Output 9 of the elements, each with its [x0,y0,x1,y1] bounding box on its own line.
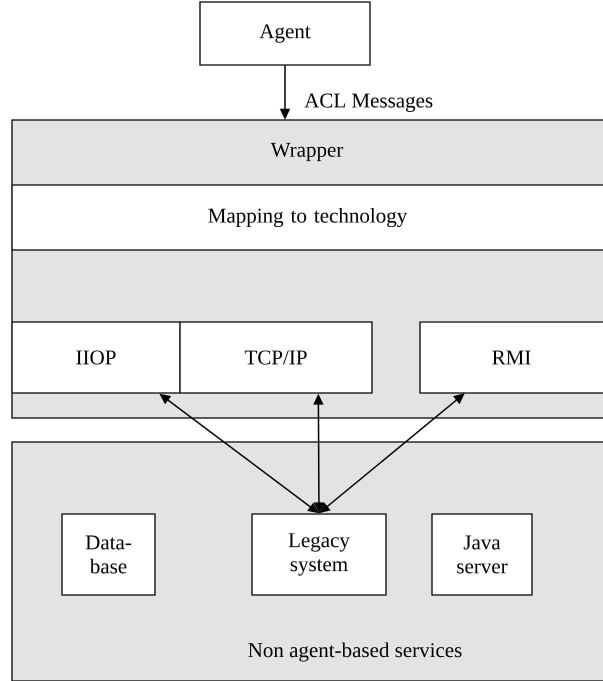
service-box: Java server [431,513,533,596]
edge-label: ACL Messages [304,94,432,112]
agent-box: Agent [199,1,371,66]
protocol-box: RMI [419,321,603,394]
service-box: Legacy system [251,513,387,596]
service-box: Data-base [61,513,156,596]
protocol-box: TCP/IP [179,321,373,394]
protocol-box: IIOP [11,321,181,394]
mapping-band: Mapping to technology [11,184,603,251]
